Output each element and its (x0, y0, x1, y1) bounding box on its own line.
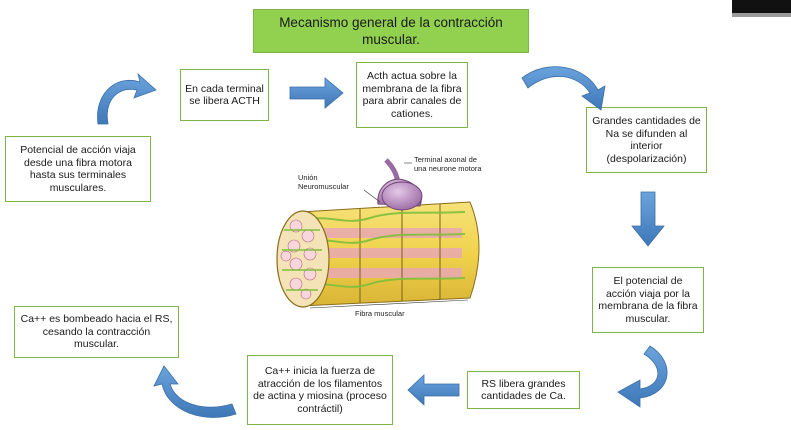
step-1-box: En cada terminal se libera ACTH (180, 69, 269, 121)
fiber-stripes (359, 204, 441, 303)
curved-arrow-topleft-icon (97, 72, 157, 125)
myofibril-band-1 (312, 228, 462, 238)
curved-arrow-bottomleft-icon (153, 365, 237, 418)
label-union-line2: Neuromuscular (298, 182, 349, 191)
step-6-box: Ca++ inicia la fuerza de atracción de lo… (247, 355, 393, 425)
label-terminal-line2: una neurone motora (414, 164, 482, 173)
step-3-text: Grandes cantidades de Na se difunden al … (592, 115, 701, 165)
step-1-text: En cada terminal se libera ACTH (185, 82, 264, 108)
window-corner-shadow (732, 13, 791, 17)
step-8-box: Potencial de acción viaja desde una fibr… (5, 136, 151, 202)
step-5-text: RS libera grandes cantidades de Ca. (481, 377, 566, 403)
step-7-text: Ca++ es bombeado hacia el RS, cesando la… (20, 313, 173, 351)
diagram-title: Mecanismo general de la contracción musc… (253, 9, 529, 53)
cross-section-cells (280, 219, 317, 300)
cross-section-network (282, 229, 322, 291)
fibra-leader-line (309, 299, 469, 309)
arrow-left-icon (407, 374, 460, 406)
curved-arrow-topright-icon (521, 66, 606, 111)
label-union-line1: Unión (298, 173, 318, 182)
neuron-bulb (381, 181, 423, 211)
step-7-box: Ca++ es bombeado hacia el RS, cesando la… (14, 306, 179, 358)
curved-arrow-bottomright-icon (617, 345, 668, 408)
label-terminal-line1: Terminal axonal de (414, 155, 477, 164)
step-3-box: Grandes cantidades de Na se difunden al … (586, 107, 707, 173)
label-fibra: Fibra muscular (355, 309, 405, 318)
step-4-text: El potencial de acción viaja por la memb… (598, 275, 698, 325)
step-5-box: RS libera grandes cantidades de Ca. (467, 371, 580, 409)
myofibril-band-2 (312, 248, 462, 258)
window-corner-bar (732, 0, 791, 13)
arrow-down-icon (631, 191, 665, 247)
step-2-text: Acth actua sobre la membrana de la fibra… (362, 70, 462, 120)
step-8-text: Potencial de acción viaja desde una fibr… (20, 144, 136, 194)
arrow-right-icon (289, 77, 344, 109)
step-2-box: Acth actua sobre la membrana de la fibra… (356, 62, 468, 128)
union-leader-line (363, 189, 381, 203)
step-4-box: El potencial de acción viaja por la memb… (592, 267, 704, 333)
step-6-text: Ca++ inicia la fuerza de atracción de lo… (253, 365, 387, 415)
myofibril-band-3 (312, 268, 462, 278)
